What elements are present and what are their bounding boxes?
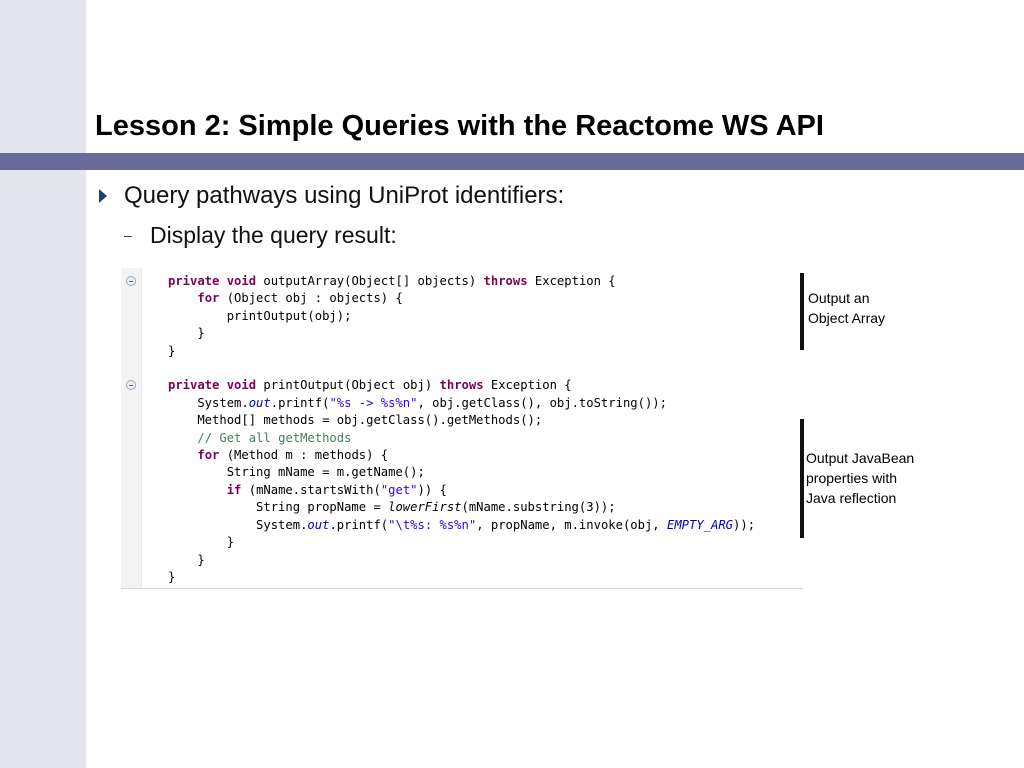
code-token: System. (168, 518, 308, 532)
code-token: (Method m : methods) { (219, 448, 389, 462)
code-token: void (226, 274, 257, 288)
code-token (168, 431, 197, 445)
code-line: } (168, 325, 205, 342)
code-token: "%s -> %s%n" (329, 396, 418, 410)
code-line: String mName = m.getName(); (168, 464, 425, 481)
code-token: String mName = m.getName(); (168, 465, 425, 479)
code-line: private void outputArray(Object[] object… (168, 273, 616, 290)
annotation-line: properties with (806, 470, 898, 486)
code-token: )) { (417, 483, 447, 497)
code-token: throws (439, 378, 484, 392)
title-rule-bar (0, 153, 1024, 170)
annotation-line: Object Array (808, 310, 886, 326)
collapse-fold-icon (126, 276, 136, 286)
annotation-line: Output an (808, 290, 870, 306)
code-token: (mName.startsWith( (241, 483, 381, 497)
code-line: } (168, 534, 234, 551)
editor-gutter (121, 268, 142, 588)
annotation-output-array: Output an Object Array (808, 288, 885, 328)
code-token: (Object obj : objects) { (219, 291, 403, 305)
code-token: private (168, 274, 220, 288)
annotation-line: Java reflection (806, 490, 897, 506)
annotation-bracket (800, 273, 804, 350)
code-token: , propName, m.invoke(obj, (476, 518, 667, 532)
code-token: if (226, 483, 242, 497)
code-token: , obj.getClass(), obj.toString()); (417, 396, 667, 410)
code-token: out (248, 396, 271, 410)
code-token: lowerFirst (388, 500, 462, 514)
code-line: private void printOutput(Object obj) thr… (168, 377, 572, 394)
code-token: (mName.substring(3)); (461, 500, 616, 514)
code-token: throws (483, 274, 528, 288)
code-line: for (Object obj : objects) { (168, 290, 403, 307)
code-token (219, 274, 226, 288)
code-token: for (197, 448, 220, 462)
triangle-bullet-icon (99, 189, 107, 203)
code-token: out (307, 518, 330, 532)
code-line: System.out.printf("%s -> %s%n", obj.getC… (168, 395, 667, 412)
code-token: EMPTY_ARG (666, 518, 734, 532)
code-line: } (168, 569, 175, 586)
code-token (168, 448, 197, 462)
code-screenshot: private void outputArray(Object[] object… (121, 268, 803, 589)
code-line: if (mName.startsWith("get")) { (168, 482, 447, 499)
code-token: String propName = (168, 500, 389, 514)
annotation-javabean: Output JavaBean properties with Java ref… (806, 448, 914, 508)
code-line: System.out.printf("\t%s: %s%n", propName… (168, 517, 755, 534)
code-token: .printf( (270, 396, 330, 410)
code-token: } (168, 553, 205, 567)
code-token: private (168, 378, 220, 392)
code-line: } (168, 552, 205, 569)
code-line: printOutput(obj); (168, 308, 352, 325)
code-token: "\t%s: %s%n" (388, 518, 477, 532)
code-token: void (226, 378, 257, 392)
code-token: } (168, 326, 205, 340)
bullet-item: Query pathways using UniProt identifiers… (95, 180, 564, 212)
dash-bullet-icon: – (124, 227, 132, 243)
code-token (168, 291, 197, 305)
code-token: // Get all getMethods (197, 431, 352, 445)
slide-side-band (0, 0, 86, 768)
code-token: Method[] methods = obj.getClass().getMet… (168, 413, 543, 427)
code-token: "get" (380, 483, 418, 497)
code-line: // Get all getMethods (168, 430, 351, 447)
slide-title: Lesson 2: Simple Queries with the Reacto… (95, 110, 824, 142)
sub-bullet-text: Display the query result: (150, 221, 397, 248)
code-token: } (168, 344, 176, 358)
code-token (219, 378, 226, 392)
sub-bullet-item: – Display the query result: (124, 220, 397, 250)
code-token: printOutput(Object obj) (256, 378, 440, 392)
annotation-line: Output JavaBean (806, 450, 915, 466)
code-token: .printf( (329, 518, 389, 532)
code-token: } (168, 570, 176, 584)
code-line: } (168, 343, 175, 360)
code-token: } (168, 535, 235, 549)
collapse-fold-icon (126, 380, 136, 390)
code-token: System. (168, 396, 249, 410)
code-token: printOutput(obj); (168, 309, 352, 323)
code-line: for (Method m : methods) { (168, 447, 388, 464)
code-token: )); (733, 518, 756, 532)
code-token: outputArray(Object[] objects) (256, 274, 484, 288)
code-token: Exception { (483, 378, 572, 392)
annotation-bracket (800, 419, 804, 538)
code-token: Exception { (527, 274, 616, 288)
bullet-text: Query pathways using UniProt identifiers… (124, 182, 565, 209)
code-token: for (197, 291, 220, 305)
code-line: Method[] methods = obj.getClass().getMet… (168, 412, 542, 429)
code-token (168, 483, 227, 497)
code-line: String propName = lowerFirst(mName.subst… (168, 499, 616, 516)
